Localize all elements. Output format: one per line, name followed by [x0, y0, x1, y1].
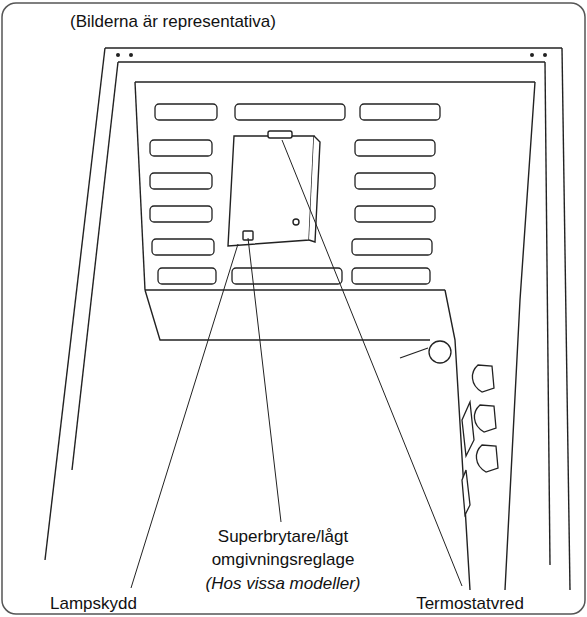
cabinet-outline: [562, 48, 570, 590]
part-name: Termostatvred: [416, 592, 524, 615]
cabinet-outline: [72, 62, 118, 470]
air-vent: [158, 268, 216, 284]
lamp-housing: [268, 131, 292, 138]
screw-dot: [129, 53, 133, 57]
cabinet-outline: [45, 48, 570, 590]
leader-line: [282, 140, 462, 586]
screw-dot: [543, 53, 547, 57]
air-vent: [152, 239, 214, 255]
cabinet-outline: [45, 48, 105, 560]
air-vent: [150, 206, 212, 222]
lamp-housing: [293, 219, 299, 225]
leader-line: [248, 238, 281, 522]
lamp-housing: [309, 136, 320, 242]
air-vent: [352, 268, 430, 284]
model-note: (Hos vissa modeller): [206, 572, 361, 595]
lamp-housing: [228, 131, 320, 246]
leader-line: [131, 140, 462, 588]
part-name: Superbrytare/lågt omgivningsreglage: [197, 525, 369, 571]
cabinet-outline: [545, 62, 550, 565]
part-name: Lampskydd: [50, 592, 137, 615]
air-vent: [235, 104, 345, 120]
door-fittings: [429, 341, 451, 363]
door-fittings: [472, 365, 494, 392]
cabinet-outline: [145, 289, 445, 290]
air-vent: [355, 206, 435, 222]
cabinet-outline: [135, 81, 535, 82]
door-fittings: [400, 341, 498, 515]
air-vent: [360, 104, 440, 120]
air-vent: [150, 140, 212, 156]
air-vent: [150, 173, 212, 189]
cabinet-outline: [135, 82, 145, 290]
air-vent: [355, 140, 435, 156]
air-vent: [150, 104, 440, 284]
lamp-housing: [228, 136, 314, 246]
air-vent: [352, 239, 432, 255]
cabinet-outline: [118, 61, 545, 62]
cabinet-outline: [145, 290, 430, 340]
note-text: (Bilderna är representativa): [70, 10, 276, 33]
door-fittings: [462, 402, 474, 456]
screw-dot: [530, 53, 534, 57]
air-vent: [355, 173, 435, 189]
picture-frame: [2, 3, 585, 614]
cabinet-outline: [505, 82, 535, 590]
cabinet-outline: [105, 47, 562, 48]
door-fittings: [462, 470, 470, 515]
air-vent: [155, 104, 217, 120]
screw-dot: [116, 53, 120, 57]
door-fittings: [476, 445, 498, 472]
screw-dot: [116, 53, 547, 57]
door-fittings: [400, 348, 428, 358]
air-vent: [232, 268, 342, 284]
door-fittings: [474, 405, 496, 432]
